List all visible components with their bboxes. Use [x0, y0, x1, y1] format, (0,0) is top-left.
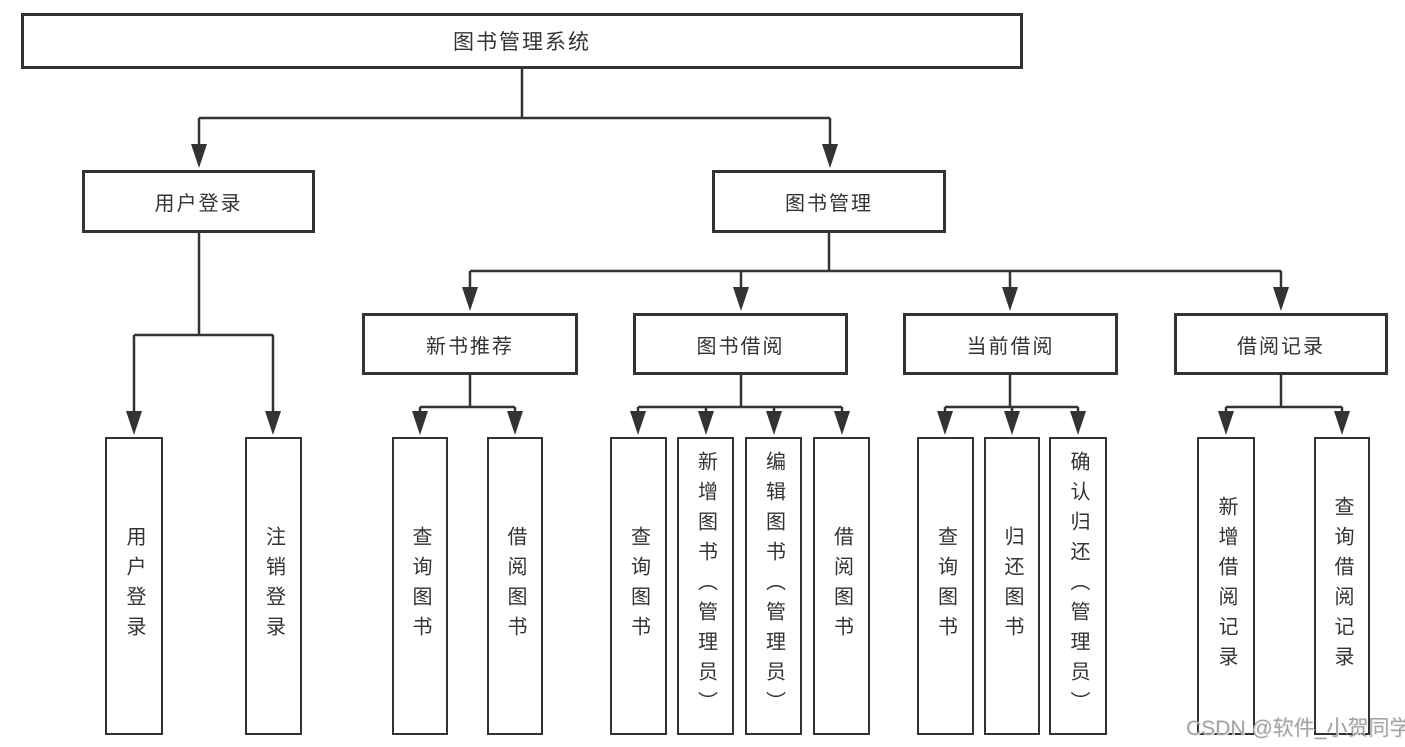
arrowhead-icon: [1273, 287, 1289, 311]
arrowhead-icon: [1218, 411, 1234, 435]
arrowhead-icon: [265, 411, 281, 435]
node-borrow-records: 借阅记录: [1174, 313, 1388, 375]
watermark: CSDN @软件_小贺同学: [1186, 717, 1405, 740]
node-label: 注销登录: [262, 526, 285, 646]
node-leaf-rec-query-books: 查询图书: [392, 437, 448, 735]
node-book-borrow: 图书借阅: [633, 313, 848, 375]
arrowhead-icon: [191, 144, 207, 168]
arrowhead-icon: [126, 411, 142, 435]
node-leaf-bb-add-books-admin: 新增图书（管理员）: [677, 437, 734, 735]
node-label: 图书借阅: [696, 335, 785, 358]
node-label: 确认归还（管理员）: [1067, 451, 1089, 721]
arrowhead-icon: [733, 287, 749, 311]
node-label: 借阅图书: [504, 526, 526, 646]
node-label: 新增图书（管理员）: [694, 451, 717, 721]
arrowhead-icon: [766, 411, 782, 435]
node-root-system: 图书管理系统: [21, 13, 1023, 69]
node-label: 图书管理: [785, 193, 873, 215]
arrowhead-icon: [937, 411, 953, 435]
arrowhead-icon: [1070, 411, 1086, 435]
node-label: 查询借阅记录: [1331, 496, 1353, 676]
node-new-book-rec: 新书推荐: [362, 313, 578, 375]
node-book-mgmt-group: 图书管理: [712, 170, 946, 233]
node-label: 用户登录: [123, 526, 145, 646]
node-label: 编辑图书（管理员）: [762, 451, 785, 721]
arrowhead-icon: [1004, 411, 1020, 435]
arrowhead-icon: [412, 411, 428, 435]
node-label: 归还图书: [1001, 526, 1023, 646]
arrowhead-icon: [1002, 287, 1018, 311]
node-label: 查询图书: [409, 526, 431, 646]
arrowhead-icon: [630, 411, 646, 435]
node-label: 图书管理系统: [453, 31, 591, 54]
node-leaf-bb-borrow-books: 借阅图书: [813, 437, 870, 735]
node-leaf-br-query-record: 查询借阅记录: [1314, 437, 1370, 735]
node-label: 查询图书: [934, 526, 957, 646]
node-leaf-user-login: 用户登录: [105, 437, 163, 735]
arrowhead-icon: [1334, 411, 1350, 435]
arrowhead-icon: [462, 287, 478, 311]
arrowhead-icon: [698, 411, 714, 435]
node-current-borrow: 当前借阅: [903, 313, 1118, 375]
node-user-login-group: 用户登录: [82, 170, 315, 233]
node-label: 当前借阅: [966, 335, 1055, 358]
node-leaf-logout: 注销登录: [245, 437, 302, 735]
node-leaf-bb-query-books: 查询图书: [610, 437, 667, 735]
node-label: 新增借阅记录: [1215, 496, 1237, 676]
arrowhead-icon: [507, 411, 523, 435]
node-label: 借阅图书: [830, 526, 853, 646]
tree-edges: [132, 69, 1344, 413]
node-label: 查询图书: [627, 526, 650, 646]
node-leaf-bb-edit-books-admin: 编辑图书（管理员）: [745, 437, 802, 735]
node-leaf-cb-return-books: 归还图书: [984, 437, 1040, 735]
node-label: 用户登录: [154, 193, 243, 215]
arrowhead-icon: [834, 411, 850, 435]
arrowhead-icon: [822, 144, 838, 168]
node-leaf-rec-borrow-books: 借阅图书: [487, 437, 543, 735]
node-leaf-br-add-record: 新增借阅记录: [1197, 437, 1255, 735]
node-label: 新书推荐: [426, 335, 514, 358]
node-leaf-cb-confirm-return-admin: 确认归还（管理员）: [1049, 437, 1107, 735]
node-leaf-cb-query-books: 查询图书: [917, 437, 974, 735]
node-label: 借阅记录: [1237, 335, 1325, 358]
